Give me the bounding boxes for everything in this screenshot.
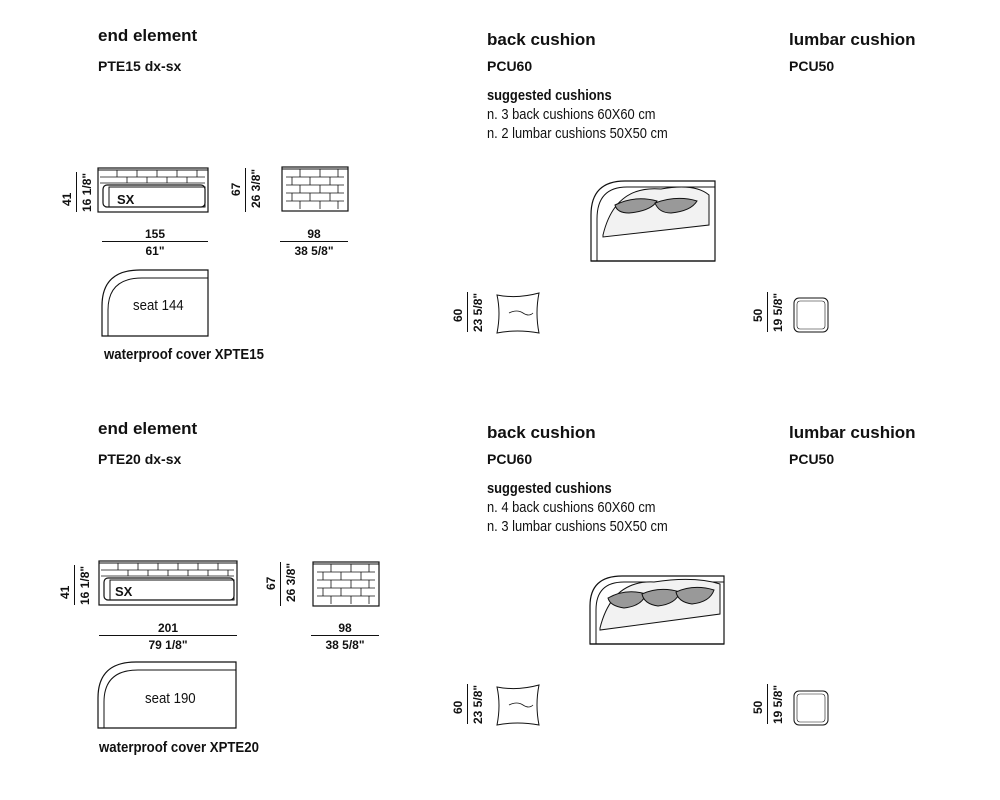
dim-rule bbox=[467, 292, 468, 332]
sofa-with-cushions-drawing bbox=[590, 180, 716, 262]
side-height-cm: 67 bbox=[229, 182, 243, 196]
seat-label: seat 190 bbox=[145, 690, 196, 707]
front-height-cm: 41 bbox=[58, 585, 72, 599]
back-cushion-square bbox=[496, 684, 540, 726]
suggested-line: n. 3 lumbar cushions 50X50 cm bbox=[487, 518, 668, 535]
top-view-drawing bbox=[97, 661, 237, 729]
dim-rule bbox=[76, 172, 77, 212]
width-cm: 201 bbox=[157, 621, 179, 635]
back-cushion-cm: 60 bbox=[451, 700, 465, 714]
lumbar-cushion-code: PCU50 bbox=[789, 451, 835, 467]
waterproof-cover: waterproof cover XPTE15 bbox=[104, 346, 264, 363]
back-cushion-cm: 60 bbox=[451, 308, 465, 322]
end-element-title: end element bbox=[98, 419, 198, 438]
back-cushion-title: back cushion bbox=[487, 30, 596, 49]
lumbar-cushion-cm: 50 bbox=[751, 308, 765, 322]
top-view-drawing bbox=[101, 269, 209, 337]
back-cushion-square bbox=[496, 292, 540, 334]
back-cushion-in: 23 5/8" bbox=[471, 292, 485, 332]
dim-rule bbox=[102, 241, 208, 242]
end-element-code: PTE15 dx-sx bbox=[98, 58, 182, 74]
dim-rule bbox=[280, 562, 281, 606]
back-cushion-title: back cushion bbox=[487, 423, 596, 442]
width-cm: 155 bbox=[144, 227, 166, 241]
lumbar-cushion-in: 19 5/8" bbox=[771, 292, 785, 332]
side-view-drawing bbox=[281, 166, 349, 212]
depth-in: 38 5/8" bbox=[294, 244, 334, 258]
depth-cm: 98 bbox=[307, 227, 321, 241]
back-cushion-code: PCU60 bbox=[487, 58, 533, 74]
suggested-cushions-title: suggested cushions bbox=[487, 480, 612, 497]
lumbar-cushion-square bbox=[793, 690, 829, 726]
end-element-code: PTE20 dx-sx bbox=[98, 451, 182, 467]
dim-rule bbox=[99, 635, 237, 636]
seat-label: seat 144 bbox=[133, 297, 184, 314]
waterproof-cover: waterproof cover XPTE20 bbox=[99, 739, 259, 756]
lumbar-cushion-title: lumbar cushion bbox=[789, 30, 916, 49]
lumbar-cushion-code: PCU50 bbox=[789, 58, 835, 74]
width-in: 79 1/8" bbox=[148, 638, 188, 652]
end-element-title: end element bbox=[98, 26, 198, 45]
depth-in: 38 5/8" bbox=[325, 638, 365, 652]
back-cushion-in: 23 5/8" bbox=[471, 684, 485, 724]
dim-rule bbox=[245, 168, 246, 212]
side-label: SX bbox=[117, 192, 135, 207]
front-height-in: 16 1/8" bbox=[78, 565, 92, 605]
side-view-drawing bbox=[312, 561, 380, 607]
front-view-drawing bbox=[97, 167, 209, 213]
suggested-line: n. 2 lumbar cushions 50X50 cm bbox=[487, 125, 668, 142]
side-height-in: 26 3/8" bbox=[284, 562, 298, 602]
suggested-cushions-title: suggested cushions bbox=[487, 87, 612, 104]
lumbar-cushion-square bbox=[793, 297, 829, 333]
back-cushion-code: PCU60 bbox=[487, 451, 533, 467]
lumbar-cushion-in: 19 5/8" bbox=[771, 684, 785, 724]
dim-rule bbox=[767, 292, 768, 332]
depth-cm: 98 bbox=[338, 621, 352, 635]
dim-rule bbox=[280, 241, 348, 242]
dim-rule bbox=[311, 635, 379, 636]
lumbar-cushion-title: lumbar cushion bbox=[789, 423, 916, 442]
dim-rule bbox=[767, 684, 768, 724]
side-label: SX bbox=[115, 584, 133, 599]
width-in: 61" bbox=[145, 244, 165, 258]
suggested-line: n. 4 back cushions 60X60 cm bbox=[487, 499, 656, 516]
dim-rule bbox=[467, 684, 468, 724]
lumbar-cushion-cm: 50 bbox=[751, 700, 765, 714]
dim-rule bbox=[74, 565, 75, 605]
sofa-with-cushions-drawing bbox=[589, 575, 725, 645]
suggested-line: n. 3 back cushions 60X60 cm bbox=[487, 106, 656, 123]
side-height-in: 26 3/8" bbox=[249, 168, 263, 208]
side-height-cm: 67 bbox=[264, 576, 278, 590]
front-height-cm: 41 bbox=[60, 192, 74, 206]
front-view-drawing bbox=[98, 560, 238, 606]
front-height-in: 16 1/8" bbox=[80, 172, 94, 212]
